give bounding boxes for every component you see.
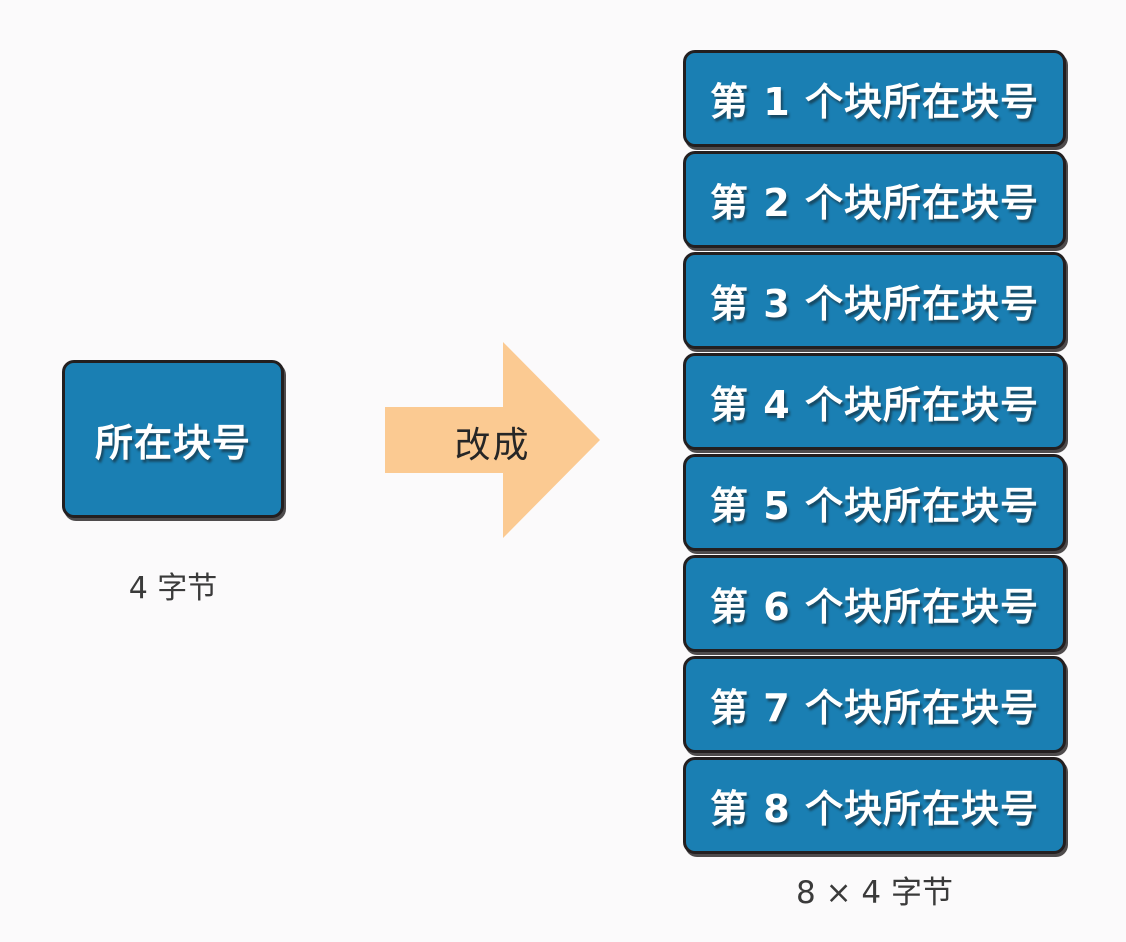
- source-block-label: 所在块号: [94, 420, 251, 465]
- source-size-caption: 4 字节: [128, 571, 218, 606]
- right-arrow-shape: [385, 342, 600, 538]
- target-block-6-label: 第 6 个块所在块号: [710, 585, 1039, 629]
- target-block-3-label: 第 3 个块所在块号: [710, 282, 1039, 326]
- transform-arrow: 改成: [385, 342, 600, 538]
- target-block-1-label: 第 1 个块所在块号: [710, 80, 1039, 124]
- target-block-5: 第 5 个块所在块号: [683, 454, 1066, 551]
- target-block-2: 第 2 个块所在块号: [683, 151, 1066, 248]
- target-block-1: 第 1 个块所在块号: [683, 50, 1066, 147]
- target-block-7: 第 7 个块所在块号: [683, 656, 1066, 753]
- target-size-caption: 8 × 4 字节: [796, 875, 953, 911]
- target-block-7-label: 第 7 个块所在块号: [710, 686, 1039, 730]
- target-block-5-label: 第 5 个块所在块号: [710, 484, 1039, 528]
- source-block: 所在块号: [62, 360, 284, 518]
- target-block-8-label: 第 8 个块所在块号: [710, 787, 1039, 831]
- target-block-8: 第 8 个块所在块号: [683, 757, 1066, 854]
- target-block-2-label: 第 2 个块所在块号: [710, 181, 1039, 225]
- target-blocks-column: 第 1 个块所在块号 第 2 个块所在块号 第 3 个块所在块号 第 4 个块所…: [683, 50, 1066, 854]
- target-block-6: 第 6 个块所在块号: [683, 555, 1066, 652]
- arrow-label: 改成: [454, 425, 531, 466]
- right-arrow-icon: [385, 342, 600, 538]
- target-block-3: 第 3 个块所在块号: [683, 252, 1066, 349]
- target-block-4: 第 4 个块所在块号: [683, 353, 1066, 450]
- target-block-4-label: 第 4 个块所在块号: [710, 383, 1039, 427]
